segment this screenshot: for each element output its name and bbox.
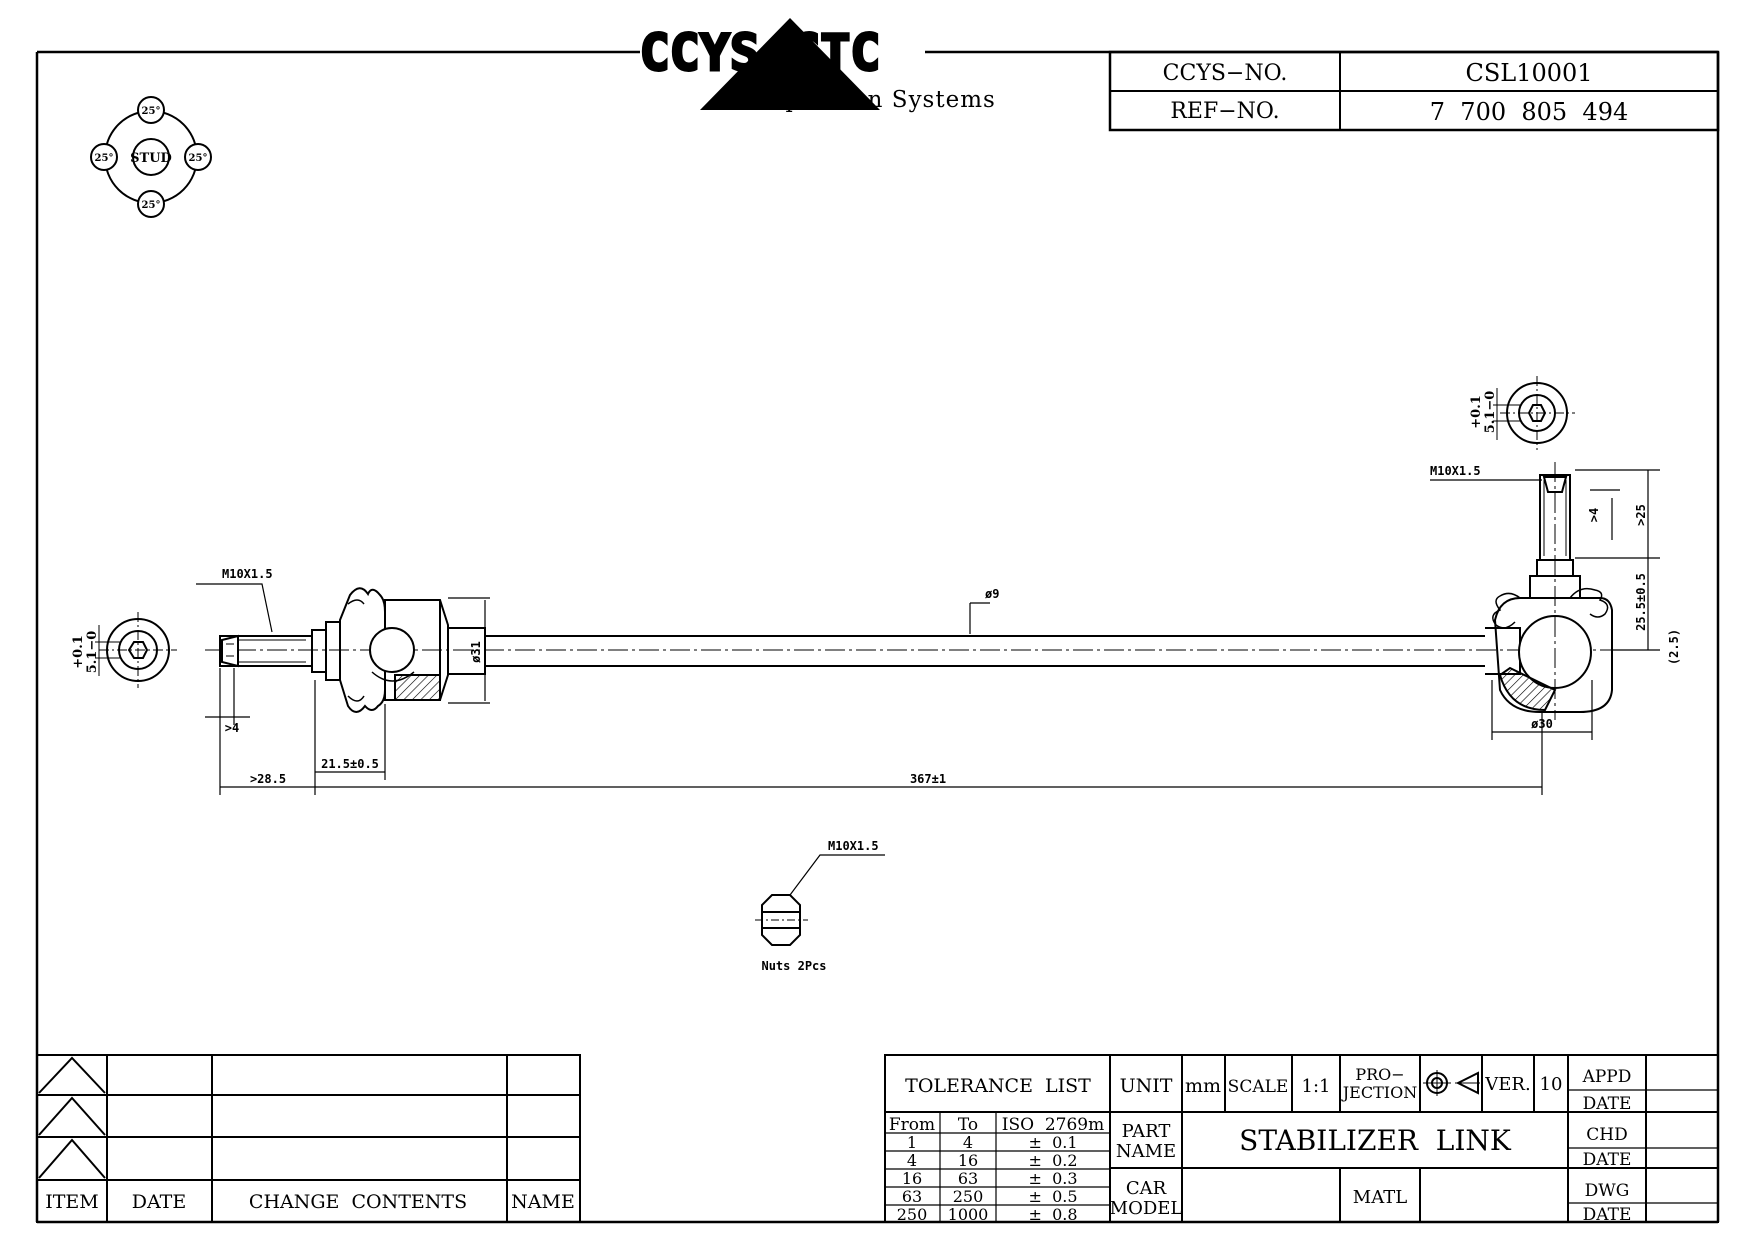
logo-subtitle: Suspension Systems — [740, 87, 996, 113]
ccys-no-value: CSL10001 — [1465, 59, 1592, 87]
left-21-label: 21.5±0.5 — [321, 757, 379, 771]
tol-row-from: 4 — [907, 1151, 917, 1170]
revision-item-header: ITEM — [45, 1191, 99, 1213]
dimension-lines — [196, 469, 1660, 896]
nut-thread-label: M10X1.5 — [828, 839, 879, 853]
part-name-label-line1: PART — [1122, 1121, 1171, 1142]
approved-label: APPD — [1582, 1067, 1632, 1087]
drawn-label: DWG — [1585, 1181, 1630, 1201]
stud-angle-bottom: 25° — [142, 200, 161, 211]
left-body-diameter-label: ø31 — [469, 641, 483, 663]
tol-row-value: ± 0.8 — [1028, 1205, 1077, 1224]
tol-row-value: ± 0.3 — [1028, 1169, 1077, 1188]
car-model-label-line1: CAR — [1126, 1178, 1167, 1199]
tol-row-to: 63 — [958, 1169, 978, 1188]
material-label: MATL — [1353, 1187, 1407, 1208]
ref-no-label: REF−NO. — [1170, 99, 1279, 124]
scale-label: SCALE — [1228, 1077, 1289, 1097]
right-hex-tol-top: +0.1 — [1469, 395, 1484, 429]
scale-value: 1:1 — [1302, 1076, 1331, 1097]
version-value: 10 — [1540, 1074, 1563, 1095]
revision-name-header: NAME — [511, 1191, 575, 1213]
part-name-value: STABILIZER LINK — [1239, 1124, 1512, 1157]
unit-value: mm — [1185, 1075, 1221, 1097]
approved-date-label: DATE — [1583, 1094, 1632, 1114]
tol-row-from: 250 — [897, 1205, 928, 1224]
part-name-label-line2: NAME — [1116, 1141, 1176, 1162]
stud-angle-right: 25° — [189, 153, 208, 164]
tol-from-header: From — [889, 1115, 935, 1135]
right-2-5-label: (2.5) — [1667, 629, 1681, 665]
left-hex-end-view — [95, 612, 177, 688]
stud-angle-diagram — [90, 96, 212, 218]
left-min-28-label: >28.5 — [250, 772, 286, 786]
right-thread-label: M10X1.5 — [1430, 464, 1481, 478]
version-label: VER. — [1484, 1074, 1530, 1095]
projection-label-line1: PRO− — [1355, 1065, 1404, 1084]
tol-row-to: 250 — [953, 1187, 984, 1206]
drawn-date-label: DATE — [1583, 1205, 1632, 1225]
stud-angle-top: 25° — [142, 106, 161, 117]
right-25-5-label: 25.5±0.5 — [1634, 573, 1648, 631]
projection-label-line2: JECTION — [1341, 1083, 1417, 1102]
tolerance-rows: 1 4 ± 0.1 4 16 ± 0.2 16 63 ± 0.3 63 250 … — [897, 1133, 1078, 1224]
title-block — [884, 1054, 1719, 1223]
tolerance-list-title: TOLERANCE LIST — [905, 1075, 1091, 1097]
ccys-no-label: CCYS−NO. — [1163, 61, 1288, 86]
rod-diameter-label: ø9 — [985, 587, 999, 601]
nuts-quantity-label: Nuts 2Pcs — [761, 959, 826, 973]
left-min-4-label: >4 — [225, 721, 239, 735]
tol-row-from: 63 — [902, 1187, 922, 1206]
left-hex-tol-bottom: 5.1−0 — [85, 631, 100, 674]
tol-row-from: 1 — [907, 1133, 917, 1152]
tol-row-to: 1000 — [948, 1205, 989, 1224]
left-hex-tol-top: +0.1 — [71, 635, 86, 669]
brand-logo: CCYS CTC Suspension Systems — [638, 18, 996, 113]
right-body-diameter-label: ø30 — [1531, 717, 1553, 731]
logo-triangle-icon — [700, 18, 880, 110]
revision-table — [36, 1054, 581, 1223]
right-hex-tol-bottom: 5.1−0 — [1483, 391, 1498, 434]
revision-change-header: CHANGE CONTENTS — [249, 1191, 467, 1213]
ref-no-value: 7 700 805 494 — [1430, 98, 1628, 126]
stud-angle-left: 25° — [95, 153, 114, 164]
overall-length-label: 367±1 — [910, 772, 946, 786]
right-hex-end-view — [1493, 376, 1575, 450]
stud-label: STUD — [130, 151, 172, 166]
tol-row-value: ± 0.5 — [1028, 1187, 1077, 1206]
right-min-25-label: >25 — [1634, 504, 1648, 526]
tol-row-value: ± 0.1 — [1028, 1133, 1077, 1152]
tol-row-from: 16 — [902, 1169, 922, 1188]
checked-date-label: DATE — [1583, 1150, 1632, 1170]
unit-label: UNIT — [1120, 1075, 1173, 1097]
tol-to-header: To — [958, 1115, 978, 1135]
left-thread-label: M10X1.5 — [222, 567, 273, 581]
stabilizer-link-drawing — [205, 462, 1650, 946]
car-model-label-line2: MODEL — [1110, 1198, 1183, 1219]
tol-iso-header: ISO 2769m — [1002, 1115, 1105, 1135]
revision-date-header: DATE — [132, 1191, 186, 1213]
logo-text: CCYS CTC — [640, 24, 881, 82]
tol-row-to: 16 — [958, 1151, 978, 1170]
checked-label: CHD — [1586, 1125, 1627, 1145]
part-number-box: CCYS−NO. CSL10001 REF−NO. 7 700 805 494 — [1108, 50, 1720, 132]
right-min-4-label: >4 — [1587, 508, 1601, 522]
tol-row-to: 4 — [963, 1133, 973, 1152]
tol-row-value: ± 0.2 — [1028, 1151, 1077, 1170]
